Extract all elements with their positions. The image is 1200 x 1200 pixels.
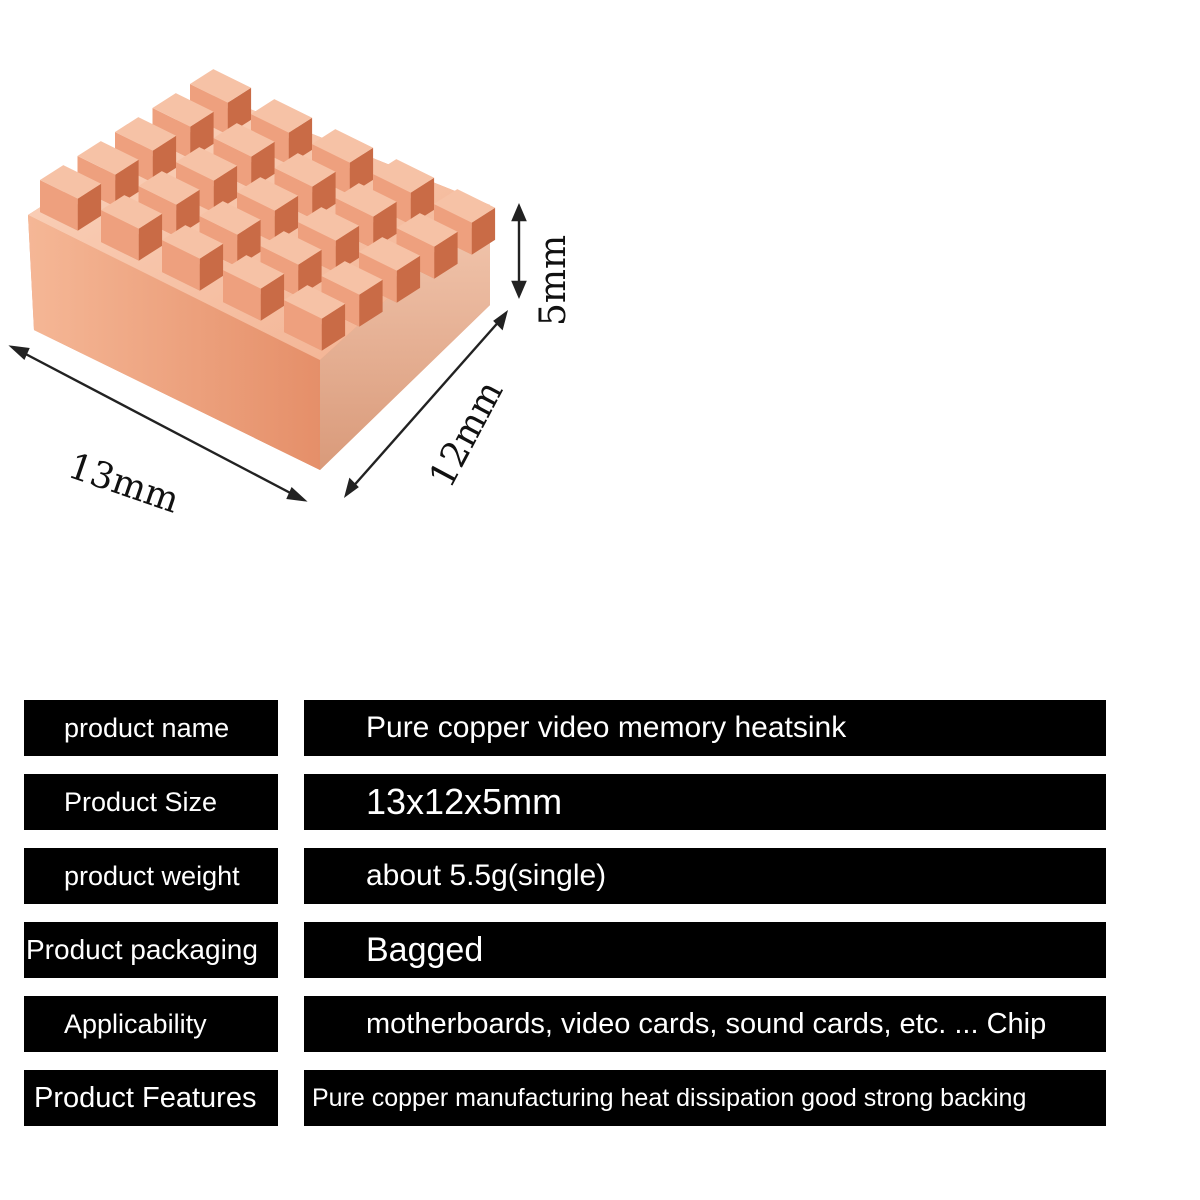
fin-top-face [152,93,214,127]
fin-front-face [40,180,78,231]
fin-side-face [251,141,275,189]
fin-front-face [434,204,472,255]
fin-side-face [115,159,139,207]
fin-side-face [190,111,214,159]
fin-front-face [284,300,322,351]
fin-side-face [321,303,346,351]
fin-side-face [227,87,252,135]
heatsink-fin-grid [40,69,496,351]
fin-front-face [359,252,397,303]
spec-table: product name Pure copper video memory he… [24,700,1106,1144]
fin-side-face [138,213,163,261]
fin-side-face [260,273,285,321]
fin-top-face [199,201,261,235]
fin-top-face [312,129,374,163]
fin-side-face [77,183,102,231]
fin-side-face [288,117,313,165]
fin-side-face [298,249,322,297]
fin-top-face [251,99,313,133]
fin-side-face [335,225,360,273]
fin-top-face [335,183,397,217]
fin-front-face [237,192,275,243]
spec-value: Pure copper video memory heatsink [304,700,1106,756]
fin-top-face [176,147,238,181]
fin-top-face [40,165,102,199]
fin-top-face [321,261,383,295]
heatsink-figure: 13mm 12mm 5mm [8,69,574,522]
fin-front-face [176,162,214,213]
height-dimension-label: 5mm [533,235,574,326]
fin-side-face [471,207,496,255]
spec-row-product-features: Product Features Pure copper manufacturi… [24,1070,1106,1126]
spec-value: 13x12x5mm [304,774,1106,830]
fin-front-face [162,240,200,291]
fin-front-face [260,246,299,297]
fin-top-face [260,231,322,265]
width-dimension-label: 13mm [63,446,184,522]
fin-front-face [274,168,313,219]
fin-top-face [274,153,336,187]
fin-top-face [359,237,421,271]
fin-top-face [138,171,200,205]
fin-side-face [396,255,421,303]
fin-side-face [237,219,261,267]
fin-side-face [213,165,238,213]
spec-label: product weight [24,848,278,904]
fin-side-face [199,243,224,291]
spec-label: product name [24,700,278,756]
fin-top-face [213,123,275,157]
fin-side-face [312,171,336,219]
fin-front-face [152,108,191,159]
fin-front-face [396,228,435,279]
spec-value: Bagged [304,922,1106,978]
spec-label: Product Size [24,774,278,830]
fin-top-face [373,159,435,193]
fin-side-face [176,189,200,237]
fin-top-face [162,225,224,259]
fin-side-face [349,147,374,195]
spec-row-product-size: Product Size 13x12x5mm [24,774,1106,830]
fin-front-face [115,132,153,183]
fin-side-face [359,279,383,327]
fin-side-face [274,195,299,243]
fin-front-face [101,210,139,261]
fin-top-face [396,213,458,247]
fin-top-face [115,117,177,151]
fin-front-face [138,186,177,237]
fin-front-face [335,198,374,249]
spec-label: Product packaging [24,922,278,978]
fin-top-face [190,69,252,103]
fin-side-face [434,231,458,279]
spec-value: Pure copper manufacturing heat dissipati… [304,1070,1106,1126]
fin-top-face [434,189,496,223]
spec-label: Applicability [24,996,278,1052]
fin-front-face [223,270,261,321]
fin-front-face [77,156,116,207]
fin-front-face [373,174,411,225]
fin-top-face [237,177,299,211]
fin-front-face [312,144,350,195]
fin-front-face [321,276,360,327]
fin-front-face [199,216,238,267]
spec-value: about 5.5g(single) [304,848,1106,904]
spec-row-product-weight: product weight about 5.5g(single) [24,848,1106,904]
fin-top-face [298,207,360,241]
spec-label: Product Features [24,1070,278,1126]
fin-front-face [251,114,289,165]
fin-front-face [213,138,252,189]
fin-front-face [298,222,336,273]
fin-side-face [410,177,435,225]
spec-value: motherboards, video cards, sound cards, … [304,996,1106,1052]
fin-side-face [373,201,397,249]
spec-row-product-packaging: Product packaging Bagged [24,922,1106,978]
dimension-lines [8,202,527,502]
fin-top-face [101,195,163,229]
fin-top-face [77,141,139,175]
fin-side-face [152,135,177,183]
fin-top-face [284,285,346,319]
spec-row-product-name: product name Pure copper video memory he… [24,700,1106,756]
spec-row-applicability: Applicability motherboards, video cards,… [24,996,1106,1052]
fin-front-face [190,84,228,135]
fin-top-face [223,255,285,289]
